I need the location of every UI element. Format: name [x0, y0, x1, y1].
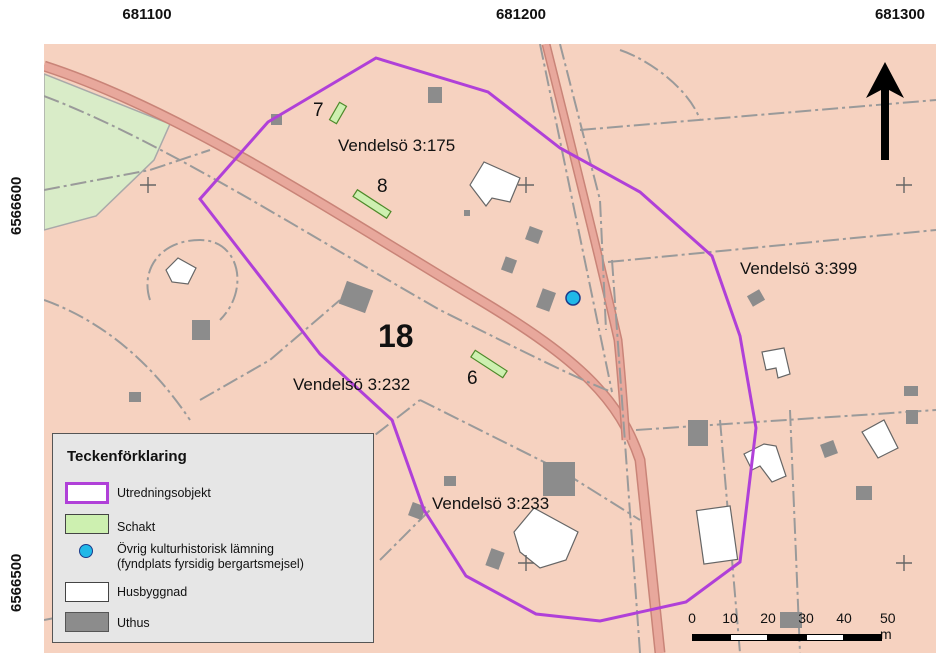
scale-segment: [768, 634, 806, 641]
outbuildings: [129, 87, 918, 628]
property-label-232: Vendelsö 3:232: [293, 375, 411, 394]
legend-label-find-detail: (fyndplats fyrsidig bergartsmejsel): [117, 557, 304, 571]
scale-bar: 0 10 20 30 40 50 m: [682, 606, 922, 646]
legend-find-circle-icon: [79, 544, 93, 558]
scale-segment: [806, 634, 844, 641]
scale-segment: [692, 634, 730, 641]
coord-label-x-681100: 681100: [122, 6, 172, 23]
scale-label-0: 0: [688, 610, 696, 626]
scale-label-40: 40: [836, 610, 852, 626]
find-spot-circle-icon: [565, 290, 581, 306]
road-main: [44, 62, 664, 653]
legend-label-outbuilding: Uthus: [117, 616, 150, 630]
scale-segment: [730, 634, 768, 641]
green-field: [44, 73, 172, 231]
grid-crosshairs: [140, 177, 912, 571]
coord-label-y-6566500: 6566500: [8, 553, 25, 612]
coord-label-y-6566600: 6566600: [8, 176, 25, 235]
legend-label-study-area: Utredningsobjekt: [117, 486, 211, 500]
map-legend: Teckenförklaring Utredningsobjekt Schakt…: [52, 433, 374, 643]
scale-label-30: 30: [798, 610, 814, 626]
study-area-outline: [198, 56, 758, 623]
legend-swatch-trench: [65, 514, 109, 534]
trench-label-6: 6: [467, 368, 478, 389]
trenches: [328, 101, 508, 379]
coord-label-x-681300: 681300: [874, 6, 926, 23]
legend-label-house: Husbyggnad: [117, 585, 188, 599]
property-label-175: Vendelsö 3:175: [338, 136, 456, 155]
road-vertical: [543, 44, 629, 441]
property-label-399: Vendelsö 3:399: [740, 259, 858, 278]
scale-label-50: 50 m: [880, 610, 896, 642]
scale-segment: [844, 634, 882, 641]
legend-swatch-study-area: [65, 482, 109, 504]
legend-label-find: Övrig kulturhistorisk lämning: [117, 542, 274, 556]
property-label-233: Vendelsö 3:233: [432, 494, 550, 513]
legend-swatch-house: [65, 582, 109, 602]
legend-label-trench: Schakt: [117, 520, 156, 534]
trench-label-7: 7: [313, 100, 324, 121]
scale-label-20: 20: [760, 610, 776, 626]
trench-label-8: 8: [377, 176, 388, 197]
area-number-label: 18: [378, 318, 414, 354]
coord-label-x-681200: 681200: [495, 6, 547, 23]
houses: [165, 161, 899, 569]
legend-title: Teckenförklaring: [67, 448, 187, 465]
legend-swatch-outbuilding: [65, 612, 109, 632]
scale-label-10: 10: [722, 610, 738, 626]
north-arrow-icon: [866, 62, 904, 160]
